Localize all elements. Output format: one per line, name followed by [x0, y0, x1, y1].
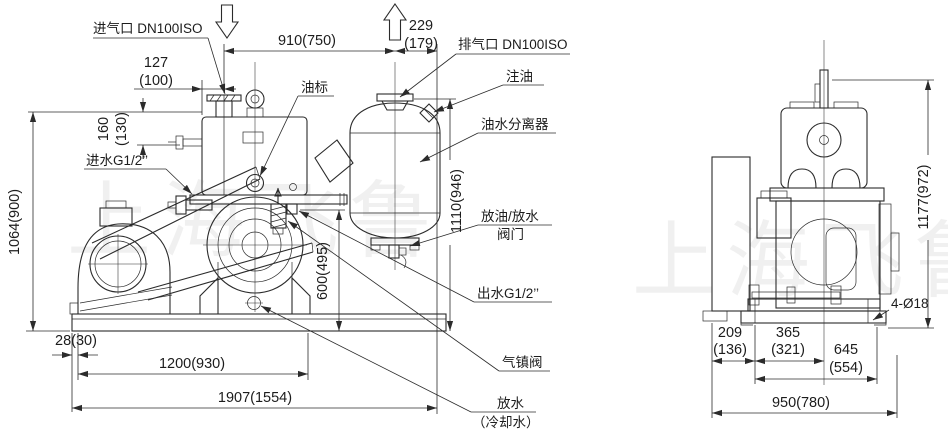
lifting-eye [245, 89, 265, 118]
dim-1200: 1200(930) [159, 356, 225, 372]
gas-ballast-label: 气镇阀 [502, 355, 543, 370]
exhaust-direction-arrow-icon [382, 3, 408, 41]
bolt-holes-label: 4-Ø18 [891, 296, 929, 311]
water-outlet-label: 出水G1/2’’ [477, 286, 539, 301]
dim-1177: 1177(972) [916, 164, 932, 229]
exhaust-duct [314, 139, 354, 183]
water-outlet-port [286, 203, 298, 215]
dim-1110: 1110(946) [449, 169, 465, 233]
pump-body [199, 62, 311, 314]
water-inlet-label: 进水G1/2’’ [86, 153, 148, 168]
dim-209: 209 [718, 325, 742, 341]
dim-127: 127 [144, 55, 168, 71]
gas-ballast-valve [270, 187, 287, 235]
dim-229: 229 [409, 18, 433, 34]
dim-910: 910(750) [278, 33, 336, 49]
dim-209p: (136) [713, 342, 747, 358]
side-belt-guard [702, 156, 751, 322]
front-view: 进气口 DN100ISO 排气口 DN100ISO 油标 注油 油水分离器 放油… [7, 3, 570, 430]
water-drain-label-1: 放水 [497, 396, 525, 411]
drain-valve-label-2: 阀门 [497, 227, 524, 242]
dim-645: 645 [834, 342, 858, 358]
dim-1064: 1064(900) [7, 189, 23, 255]
dim-160: 160 [96, 117, 112, 141]
side-callouts: 4-Ø18 [872, 296, 929, 321]
front-callouts: 进气口 DN100ISO 排气口 DN100ISO 油标 注油 油水分离器 放油… [84, 21, 570, 430]
dim-229p: (179) [404, 36, 438, 52]
dim-28: 28(30) [55, 333, 97, 349]
separator-label: 油水分离器 [481, 116, 549, 132]
oil-fill-label: 注油 [506, 69, 533, 84]
dim-365: 365 [776, 325, 800, 341]
front-dimensions: 910(750) 229 (179) 127 (100) 160 (130) 1… [7, 18, 465, 414]
intake-flange [206, 94, 242, 118]
dim-645p: (554) [829, 360, 863, 376]
motor [69, 200, 173, 315]
side-pump-body [748, 168, 900, 309]
dim-600: 600(495) [315, 242, 331, 300]
side-view: 4-Ø18 1177(972) 209 (136) 365 (321) 645 … [702, 40, 934, 418]
water-drain-label-2: （冷却水） [472, 415, 540, 430]
side-base [740, 298, 887, 326]
dim-950: 950(780) [772, 395, 830, 411]
inlet-label: 进气口 DN100ISO [93, 21, 203, 36]
base-plate [71, 313, 447, 332]
dim-1907: 1907(1554) [218, 390, 292, 406]
belt-guard [91, 166, 314, 301]
intake-direction-arrow-icon [214, 4, 240, 39]
water-inlet-port [167, 135, 213, 215]
oil-gauge-label: 油标 [301, 80, 328, 95]
drain-valve-label-1: 放油/放水 [481, 209, 539, 224]
outlet-label: 排气口 DN100ISO [458, 37, 568, 52]
oil-fill-port [419, 103, 439, 123]
dim-127p: (100) [139, 73, 173, 89]
exhaust-flange [376, 93, 414, 111]
side-shaft [814, 69, 829, 109]
side-dimensions: 1177(972) 209 (136) 365 (321) 645 (554) … [711, 79, 934, 418]
watermark-text-right: 上海飞鲁 [632, 214, 948, 308]
dim-160p: (130) [114, 112, 130, 146]
oil-sight-glass [245, 173, 265, 193]
nameplate [242, 131, 264, 144]
dim-365p: (321) [771, 342, 805, 358]
